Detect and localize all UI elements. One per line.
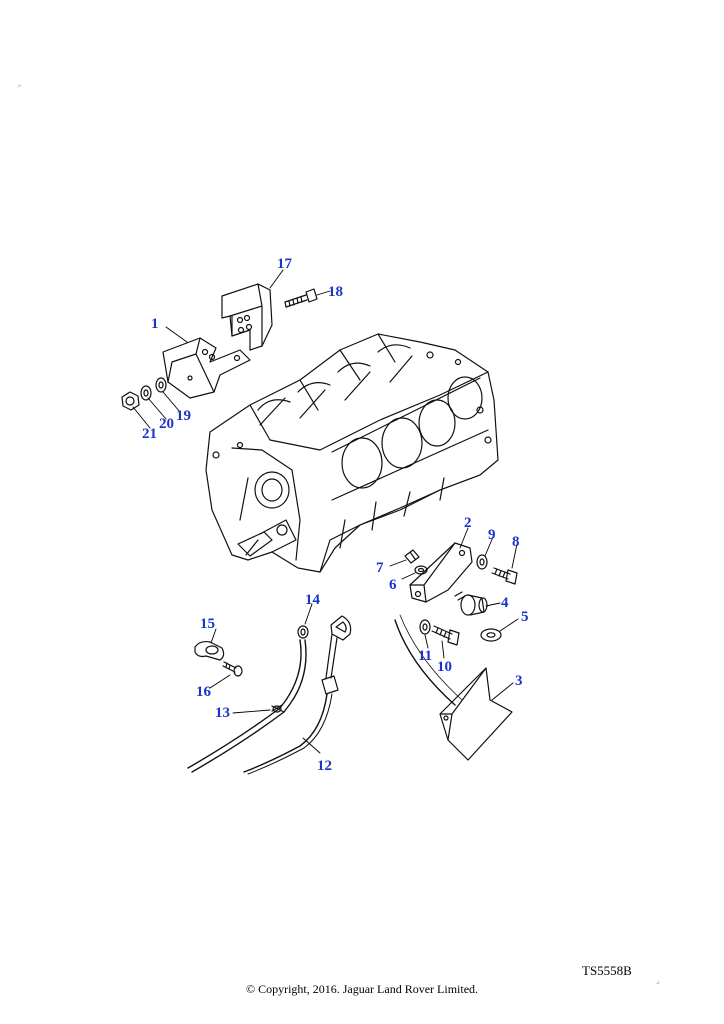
callout-2: 2 bbox=[464, 515, 472, 531]
callout-3: 3 bbox=[515, 673, 523, 689]
part-17-mounting-bracket bbox=[221, 283, 273, 351]
part-20-washer bbox=[140, 385, 152, 401]
callout-numbers: 1 2 3 4 5 6 7 8 9 10 11 12 13 14 15 16 1… bbox=[142, 256, 529, 774]
copyright-notice: © Copyright, 2016. Jaguar Land Rover Lim… bbox=[245, 982, 479, 996]
part-8-bolt bbox=[491, 567, 518, 585]
leader-lines bbox=[132, 269, 519, 754]
callout-12: 12 bbox=[317, 758, 332, 774]
part-21-nut bbox=[121, 391, 140, 411]
part-15-clip bbox=[194, 640, 225, 661]
part-2-mounting-bracket bbox=[409, 542, 473, 603]
part-11-washer bbox=[419, 619, 431, 635]
part-14-o-ring bbox=[297, 625, 309, 639]
part-3-heat-shield bbox=[394, 614, 513, 761]
illustration-reference: TS5558B bbox=[582, 963, 632, 978]
callout-11: 11 bbox=[418, 648, 432, 664]
corner-mark-top-left: ⌜ bbox=[18, 84, 22, 93]
part-4-engine-mount bbox=[454, 591, 488, 616]
part-5-washer bbox=[480, 628, 502, 642]
callout-20: 20 bbox=[159, 416, 174, 432]
part-9-washer bbox=[476, 554, 488, 570]
callout-5: 5 bbox=[521, 609, 529, 625]
callout-15: 15 bbox=[200, 616, 215, 632]
callout-4: 4 bbox=[501, 595, 509, 611]
engine-block bbox=[205, 333, 499, 573]
callout-21: 21 bbox=[142, 426, 157, 442]
part-12-dipstick bbox=[243, 615, 352, 775]
part-7-bolt bbox=[404, 549, 420, 564]
part-6-washer bbox=[414, 565, 428, 575]
part-16-screw bbox=[222, 661, 243, 677]
callout-18: 18 bbox=[328, 284, 343, 300]
part-13-dipstick-tube bbox=[187, 639, 307, 773]
callout-8: 8 bbox=[512, 534, 520, 550]
part-10-bolt bbox=[431, 625, 460, 646]
callout-19: 19 bbox=[176, 408, 191, 424]
corner-mark-bottom-right: ⌟ bbox=[656, 976, 660, 985]
callout-1: 1 bbox=[151, 316, 159, 332]
callout-10: 10 bbox=[437, 659, 452, 675]
callout-9: 9 bbox=[488, 527, 496, 543]
callout-13: 13 bbox=[215, 705, 230, 721]
part-18-bolt bbox=[284, 288, 318, 308]
part-19-washer bbox=[155, 377, 167, 393]
callout-6: 6 bbox=[389, 577, 397, 593]
callout-16: 16 bbox=[196, 684, 212, 700]
callout-14: 14 bbox=[305, 592, 321, 608]
part-1-mounting-bracket bbox=[162, 337, 251, 399]
callout-7: 7 bbox=[376, 560, 384, 576]
callout-17: 17 bbox=[277, 256, 293, 272]
